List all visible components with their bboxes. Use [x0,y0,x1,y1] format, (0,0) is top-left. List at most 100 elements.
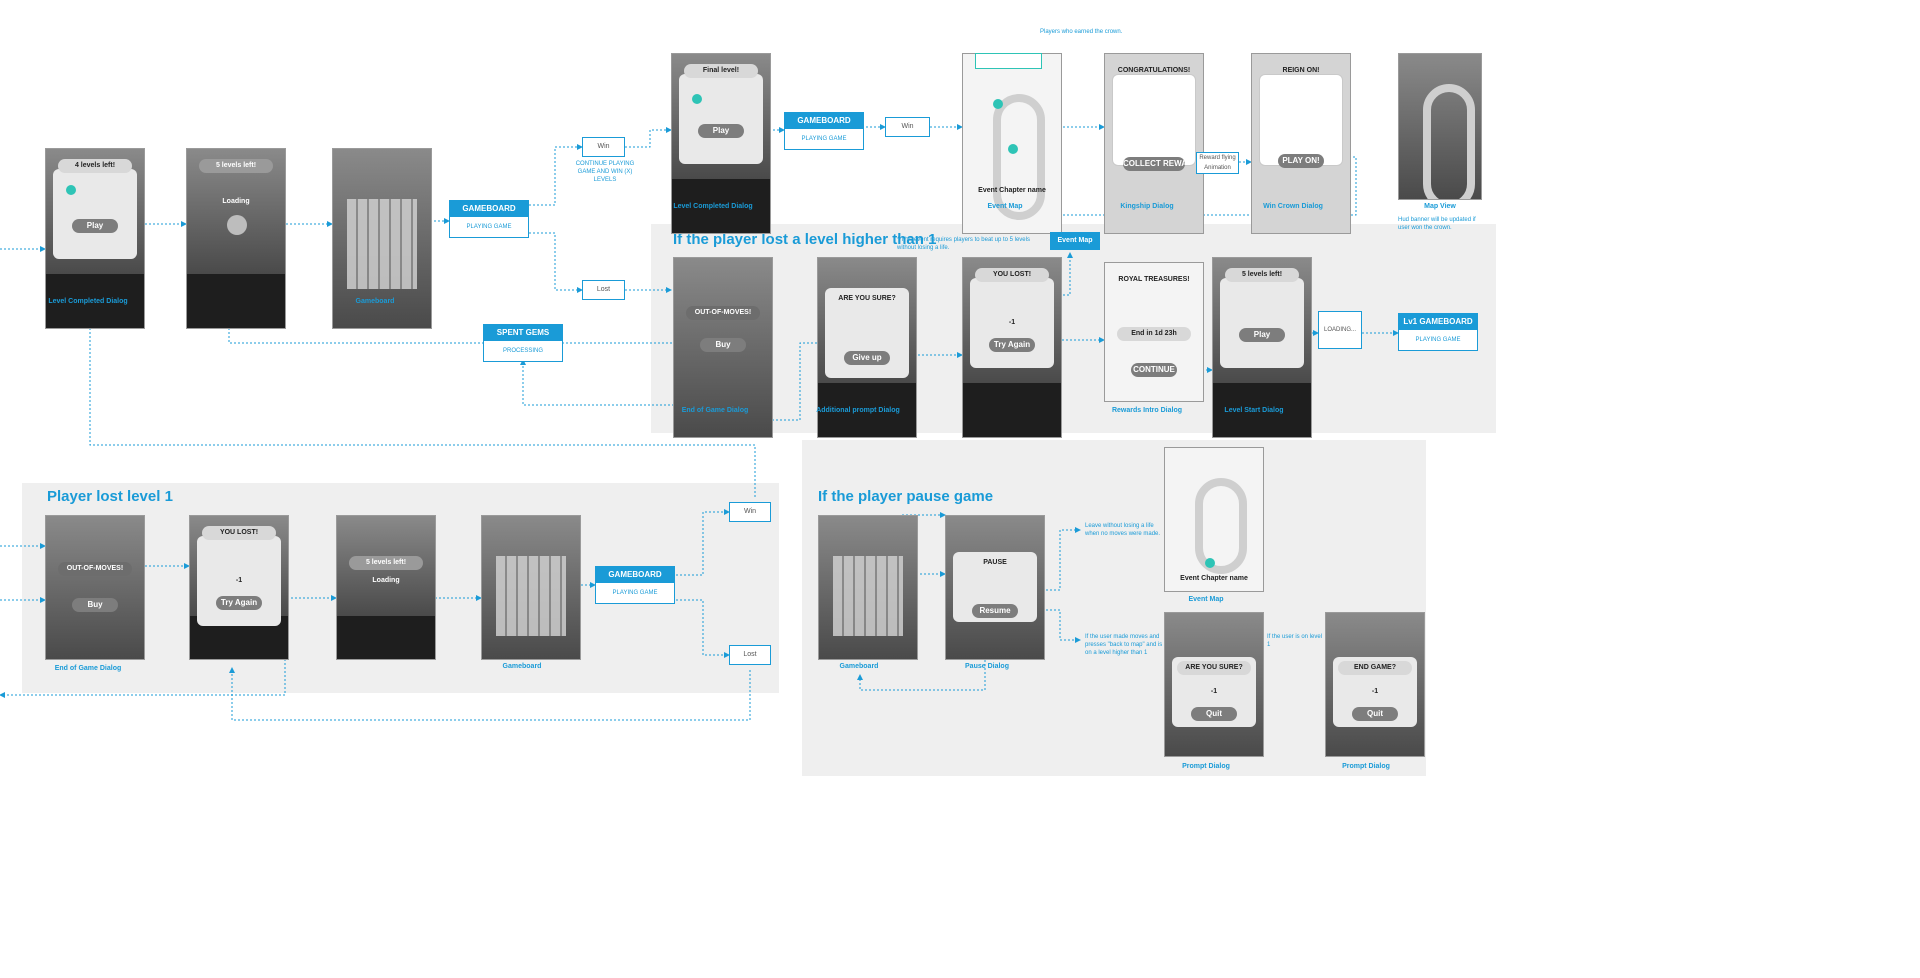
dialog-title: ROYAL TREASURES! [1118,276,1190,283]
caption-win-crown: Win Crown Dialog [1263,203,1323,210]
screen-level-start: 5 levels left! Play [1212,257,1312,438]
game-grid [496,556,566,636]
box-sub: PLAYING GAME [801,136,847,142]
dialog-card [1259,74,1343,166]
collect-reward-button[interactable]: COLLECT REWARD [1123,157,1185,171]
box-sub: PLAYING GAME [612,590,658,596]
screen-kingship: CONGRATULATIONS! COLLECT REWARD [1104,53,1204,234]
box-head: GAMEBOARD [450,201,528,217]
quit-button[interactable]: Quit [1352,707,1398,721]
caption-final-level: Level Completed Dialog [673,203,753,210]
dialog-card [1112,74,1196,166]
lost-label-2: Lost [729,645,771,665]
dialog-card [197,536,281,626]
dialog-title: REIGN ON! [1282,67,1320,74]
screen-rewards-intro: ROYAL TREASURES! End in 1d 23h CONTINUE [1104,262,1204,402]
continue-button[interactable]: CONTINUE [1131,363,1177,377]
screen-gameboard-3 [818,515,918,660]
back-note: If the user made moves and presses "back… [1085,634,1163,656]
caption-event-map-1: Event Map [987,203,1023,210]
dialog-title: OUT-OF-MOVES! [686,306,760,320]
buy-button[interactable]: Buy [700,338,746,352]
screen-final-level: Final level! Play [671,53,771,234]
play-button[interactable]: Play [1239,328,1285,342]
try-again-button[interactable]: Try Again [216,596,262,610]
loading-text: Loading [222,198,250,205]
crown-callout: Players who earned the crown. [1040,29,1123,35]
box-sub: PLAYING GAME [1415,337,1461,343]
buy-button[interactable]: Buy [72,598,118,612]
game-grid [833,556,903,636]
section-title-lost-higher: If the player lost a level higher than 1 [673,231,937,248]
win-label-2: Win [885,117,930,137]
mascot-icon [227,215,247,235]
quit-button[interactable]: Quit [1191,707,1237,721]
level-node-icon [993,99,1003,109]
timer-text: End in 1d 23h [1117,327,1191,341]
section-note-lost-higher: * This event requires players to beat up… [897,237,1030,251]
play-on-button[interactable]: PLAY ON! [1278,154,1324,168]
loading-label: LOADING... [1318,311,1362,349]
screen-map-view [1398,53,1482,200]
dialog-card [53,169,137,259]
lives-lost: -1 [1008,319,1016,326]
dialog-title: 5 levels left! [199,159,273,173]
give-up-button[interactable]: Give up [844,351,890,365]
dialog-title: Final level! [684,64,758,78]
try-again-button[interactable]: Try Again [989,338,1035,352]
screen-you-lost-2: YOU LOST! -1 Try Again [189,515,289,660]
chapter-name: Event Chapter name [1180,575,1248,582]
dialog-title: YOU LOST! [975,268,1049,282]
map-path [1195,478,1247,574]
spent-gems-box: SPENT GEMS PROCESSING [483,324,563,362]
section-title-lost-level1: Player lost level 1 [47,488,173,505]
dialog-title: 5 levels left! [1225,268,1299,282]
dialog-title: 5 levels left! [349,556,423,570]
level1-note: If the user is on level 1 [1267,634,1323,648]
box-head: Lv1 GAMEBOARD [1399,314,1477,330]
win-label-1: Win [582,137,625,157]
screen-end-of-game-1: OUT-OF-MOVES! Buy [673,257,773,438]
box-head: GAMEBOARD [596,567,674,583]
caption-map-view: Map View [1424,203,1456,210]
caption-additional-prompt: Additional prompt Dialog [816,407,900,414]
dialog-title: 4 levels left! [58,159,132,173]
box-head: GAMEBOARD [785,113,863,129]
screen-you-lost-1: YOU LOST! -1 Try Again [962,257,1062,438]
box-sub: PLAYING GAME [466,224,512,230]
dialog-card [679,74,763,164]
level-node-icon [66,185,76,195]
resume-button[interactable]: Resume [972,604,1018,618]
caption-event-map-2: Event Map [1188,596,1224,603]
screen-additional-prompt: ARE YOU SURE? Give up [817,257,917,438]
play-button[interactable]: Play [72,219,118,233]
box-sub: PROCESSING [502,348,543,354]
screen-pause: PAUSE Resume [945,515,1045,660]
screen-win-crown: REIGN ON! PLAY ON! [1251,53,1351,234]
screen-event-map-2: Event Chapter name [1164,447,1264,592]
screen-prompt-1: ARE YOU SURE? -1 Quit [1164,612,1264,757]
play-button[interactable]: Play [698,124,744,138]
screen-prompt-2: END GAME? -1 Quit [1325,612,1425,757]
lives-lost: -1 [1210,688,1218,695]
screen-gameboard-2 [481,515,581,660]
screen-loading-2: 5 levels left! Loading [336,515,436,660]
dialog-title: PAUSE [983,559,1007,566]
lives-lost: -1 [235,577,243,584]
caption-level-start: Level Start Dialog [1224,407,1284,414]
caption-end-of-game-1: End of Game Dialog [681,407,749,414]
level-node-icon [692,94,702,104]
caption-prompt-2: Prompt Dialog [1342,763,1390,770]
lives-lost: -1 [1371,688,1379,695]
caption-gameboard-3: Gameboard [839,663,879,670]
dialog-title: YOU LOST! [202,526,276,540]
map-path [993,94,1045,220]
level-node-icon [1008,144,1018,154]
crown-callout-box [975,53,1042,69]
reward-anim-label: Reward flying Animation [1196,152,1239,174]
screen-gameboard-1 [332,148,432,329]
gameboard-box-3: GAMEBOARD PLAYING GAME [595,566,675,604]
screen-loading-1: 5 levels left! Loading [186,148,286,329]
caption-prompt-1: Prompt Dialog [1182,763,1230,770]
